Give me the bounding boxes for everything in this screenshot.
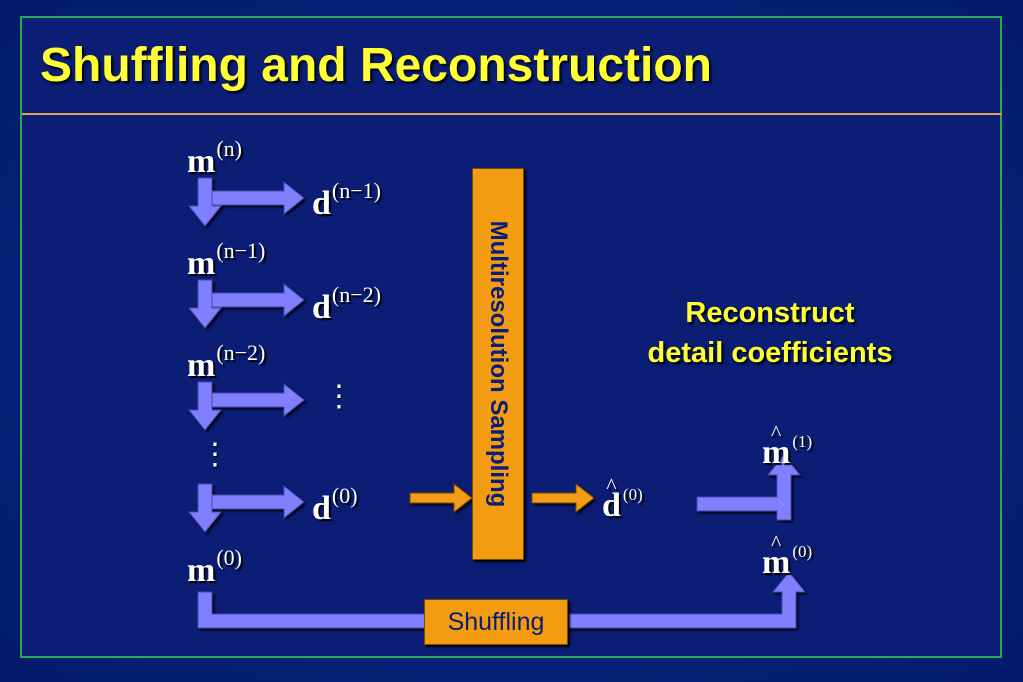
multiresolution-sampling-label: Multiresolution Sampling bbox=[485, 220, 512, 508]
orange-arrow-in bbox=[409, 482, 473, 514]
down-arrow-4 bbox=[187, 483, 223, 533]
orange-arrow-out bbox=[531, 482, 595, 514]
reconstruct-note: Reconstruct detail coefficients bbox=[610, 293, 930, 373]
title-rule bbox=[22, 113, 1002, 115]
reconstruct-note-line2: detail coefficients bbox=[647, 337, 893, 369]
reconstruct-note-line1: Reconstruct bbox=[685, 297, 855, 329]
m-n-minus-1-label: m(n−1) bbox=[187, 238, 266, 282]
down-arrow-2 bbox=[187, 279, 223, 329]
d-n-minus-1-label: d(n−1) bbox=[312, 178, 381, 222]
multiresolution-sampling-box: Multiresolution Sampling bbox=[472, 168, 524, 560]
m-n-label: m(n) bbox=[187, 136, 242, 180]
shuffling-box: Shuffling bbox=[424, 599, 568, 645]
right-arrow-1 bbox=[211, 180, 305, 216]
d-hat-0-label: d(0) bbox=[602, 485, 643, 525]
slide-title: Shuffling and Reconstruction bbox=[40, 39, 712, 92]
down-arrow-1 bbox=[187, 177, 223, 227]
d-n-minus-2-label: d(n−2) bbox=[312, 282, 381, 326]
right-arrow-2 bbox=[211, 282, 305, 318]
m-hat-1-label: m(1) bbox=[762, 432, 812, 472]
m-hat-0-label: m(0) bbox=[762, 542, 812, 582]
left-vdots: ⋮ bbox=[200, 438, 230, 471]
m-0-label: m(0) bbox=[187, 545, 242, 589]
right-arrow-3 bbox=[211, 382, 305, 418]
right-arrow-4 bbox=[211, 484, 305, 520]
detail-vdots: ⋮ bbox=[324, 380, 354, 413]
down-arrow-3 bbox=[187, 381, 223, 431]
m-n-minus-2-label: m(n−2) bbox=[187, 340, 266, 384]
shuffling-label: Shuffling bbox=[447, 607, 545, 636]
shuffle-path bbox=[197, 571, 807, 629]
d-0-label: d(0) bbox=[312, 483, 358, 527]
